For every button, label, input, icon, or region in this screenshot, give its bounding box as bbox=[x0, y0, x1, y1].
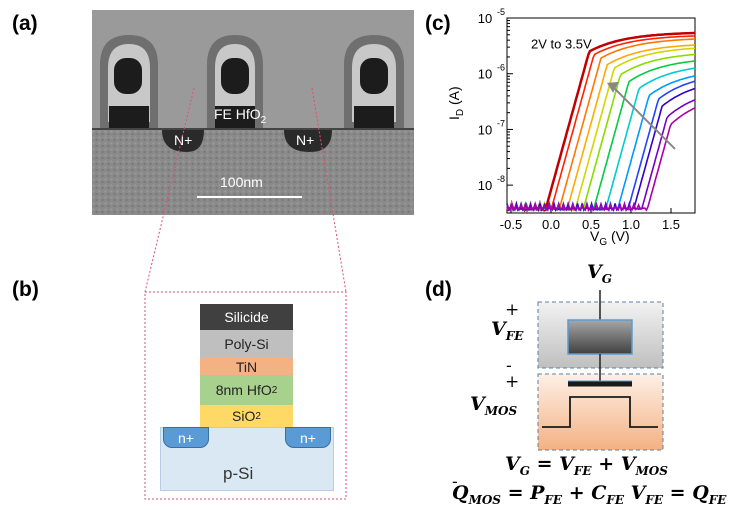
panel-label-b: (b) bbox=[12, 278, 39, 301]
capacitor-diagram bbox=[537, 290, 664, 451]
tem-image-graphic bbox=[92, 10, 414, 215]
vfe-minus: - bbox=[506, 356, 512, 376]
mos-box bbox=[537, 373, 664, 451]
nplus-right-label: N+ bbox=[296, 132, 315, 148]
y-tick-label: 10 bbox=[478, 11, 492, 26]
equation-voltage: VG = VFE + VMOS bbox=[505, 453, 668, 478]
y-tick-exponent: -7 bbox=[497, 118, 505, 128]
annotation-label: 2V to 3.5V bbox=[531, 37, 592, 52]
vfe-label: VFE bbox=[491, 318, 524, 343]
mos-channel bbox=[542, 396, 658, 428]
vmos-label: VMOS bbox=[470, 393, 518, 418]
nplus-left: n+ bbox=[163, 427, 209, 448]
y-tick-exponent: -5 bbox=[497, 7, 505, 17]
vmos-plus: + bbox=[505, 372, 520, 392]
fe-capacitor bbox=[567, 319, 633, 355]
vg-label: VG bbox=[587, 261, 612, 286]
vmos-minus: - bbox=[452, 472, 458, 492]
layer-silicide: Silicide bbox=[200, 304, 293, 330]
x-tick-label: -0.5 bbox=[500, 217, 522, 232]
panel-label-d: (d) bbox=[425, 278, 452, 301]
y-tick-exponent: -8 bbox=[497, 174, 505, 184]
fe-hfo2-label: FE HfO2 bbox=[214, 106, 267, 126]
vfe-plus: + bbox=[505, 300, 520, 320]
nplus-right: n+ bbox=[285, 427, 331, 448]
annotation-arrow-head bbox=[607, 81, 619, 93]
x-tick-label: 1.5 bbox=[662, 217, 680, 232]
annotation-arrow-line bbox=[610, 84, 676, 150]
chart-ylabel: ID (A) bbox=[446, 86, 466, 120]
nplus-left-label: N+ bbox=[174, 132, 193, 148]
scale-bar-label: 100nm bbox=[220, 174, 263, 190]
x-tick-label: 0.0 bbox=[542, 217, 560, 232]
x-tick-label: 0.5 bbox=[582, 217, 600, 232]
panel-label-c: (c) bbox=[425, 12, 451, 35]
y-tick-label: 10 bbox=[478, 178, 492, 193]
layer-tin: TiN bbox=[200, 358, 293, 375]
x-tick-label: 1.0 bbox=[622, 217, 640, 232]
panel-label-a: (a) bbox=[12, 12, 38, 35]
series-line bbox=[506, 107, 696, 213]
y-tick-exponent: -6 bbox=[497, 63, 505, 73]
y-tick-label: 10 bbox=[478, 122, 492, 137]
equation-charge: QMOS = PFE + CFE VFE = QFE bbox=[452, 482, 727, 507]
id-vg-chart: -0.5 0.0 0.5 1.0 1.5 10 -8 10 -7 10 -6 10 -5 2V to 3.… bbox=[478, 7, 696, 232]
chart-xlabel: VG (V) bbox=[590, 228, 630, 248]
substrate-label: p-Si bbox=[223, 464, 254, 483]
layer-polysi: Poly-Si bbox=[200, 330, 293, 358]
y-tick-label: 10 bbox=[478, 67, 492, 82]
tem-image: FE HfO2 N+ N+ 100nm bbox=[92, 10, 414, 215]
